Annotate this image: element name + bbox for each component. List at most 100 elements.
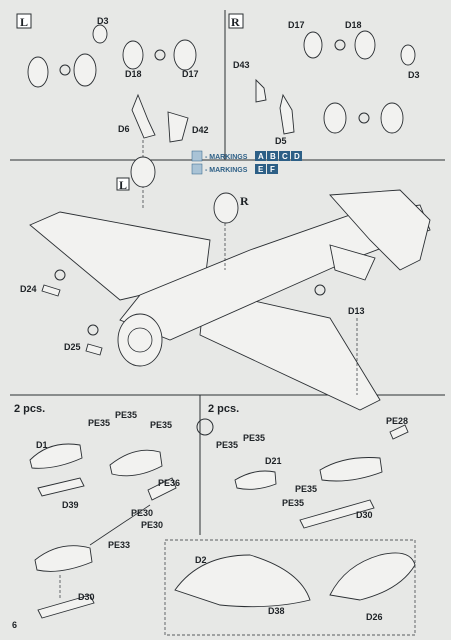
marking-box-d — [291, 151, 302, 161]
markings-label-2: - MARKINGS — [205, 167, 248, 174]
inset-border — [164, 539, 416, 636]
callout-d5: D5 — [275, 136, 287, 146]
gear-wheel-right — [213, 192, 239, 224]
marking-box-f — [267, 164, 278, 174]
option-circle — [54, 269, 66, 281]
wheel-hub — [122, 40, 144, 70]
marking-letter-f: F — [270, 165, 275, 174]
option-circle — [358, 112, 370, 124]
option-circle — [196, 418, 214, 436]
callout-d2: D2 — [195, 555, 207, 565]
wheel-tire — [173, 39, 197, 71]
left-wing — [29, 211, 211, 301]
wheel-tire — [303, 31, 323, 59]
option-circle — [59, 64, 71, 76]
callout-d18: D18 — [125, 69, 142, 79]
callout-d17: D17 — [182, 69, 199, 79]
option-circle — [314, 284, 326, 296]
right-wing — [199, 289, 381, 411]
quantity-left: 2 pcs. — [14, 403, 45, 415]
pylon-d30 — [37, 594, 95, 619]
box-label-left-text: L — [20, 15, 28, 29]
box-label-right-text: R — [231, 15, 240, 29]
part-d25 — [85, 343, 103, 356]
callout-d30-right: D30 — [356, 510, 373, 520]
callout-d30-left: D30 — [78, 592, 95, 602]
bomb-body — [109, 449, 163, 477]
callout-pe30-b: PE30 — [141, 520, 163, 530]
drop-tank-half-d2 — [174, 554, 311, 608]
callout-d25: D25 — [64, 342, 81, 352]
box-label-l-main-text: L — [119, 178, 127, 192]
callout-d1: D1 — [36, 440, 48, 450]
pe36-part — [147, 477, 177, 501]
wheel-hub-small — [92, 24, 108, 44]
bomb-d21 — [234, 470, 277, 490]
marking-box-a — [255, 151, 266, 161]
callout-d17-right: D17 — [288, 20, 305, 30]
marking-letter-c: C — [282, 152, 288, 161]
leader-line — [89, 504, 151, 546]
pylon-d39 — [37, 477, 85, 497]
callout-d24: D24 — [20, 284, 37, 294]
callout-pe33: PE33 — [108, 540, 130, 550]
wheel-tire — [354, 30, 376, 60]
wheel-tire — [323, 102, 347, 134]
box-label-left — [16, 13, 32, 29]
markings-label-1: - MARKINGS — [205, 154, 248, 161]
tail-section — [329, 189, 431, 271]
quantity-right: 2 pcs. — [208, 403, 239, 415]
wheel-hub-small — [400, 44, 416, 66]
callout-d39: D39 — [62, 500, 79, 510]
gear-leg — [131, 93, 156, 139]
marking-box-c — [279, 151, 290, 161]
gear-leg — [279, 93, 295, 135]
callout-pe35-c: PE35 — [150, 420, 172, 430]
marking-letter-d: D — [294, 152, 300, 161]
marking-box-e — [255, 164, 266, 174]
option-circle — [154, 49, 166, 61]
callout-pe35-d: PE35 — [216, 440, 238, 450]
engine-opening — [127, 327, 153, 353]
callout-d3-right: D3 — [408, 70, 420, 80]
option-circle — [87, 324, 99, 336]
wheel-tire — [380, 102, 404, 134]
callout-pe35-b: PE35 — [115, 410, 137, 420]
wheel-tire — [27, 56, 49, 88]
callout-pe35-g: PE35 — [282, 498, 304, 508]
marking-letter-e: E — [258, 165, 264, 174]
callout-pe36: PE36 — [158, 478, 180, 488]
drop-tank — [34, 545, 93, 572]
callout-d42: D42 — [192, 125, 209, 135]
drop-tank-d1 — [29, 443, 83, 469]
pylon-d30-right — [299, 499, 375, 529]
engine-cowling — [117, 313, 163, 367]
marking-letter-b: B — [270, 152, 276, 161]
callout-pe35-f: PE35 — [295, 484, 317, 494]
callout-pe28: PE28 — [386, 416, 408, 426]
callout-pe30-a: PE30 — [131, 508, 153, 518]
callout-d26: D26 — [366, 612, 383, 622]
gear-wheel-left — [130, 156, 156, 188]
callout-pe35-a: PE35 — [88, 418, 110, 428]
callout-d3: D3 — [97, 16, 109, 26]
gear-door — [255, 78, 267, 103]
callout-d43: D43 — [233, 60, 250, 70]
markings-icon — [191, 150, 203, 162]
callout-d18-right: D18 — [345, 20, 362, 30]
pe28-part — [389, 424, 409, 440]
box-label-right — [228, 13, 244, 29]
option-circle — [334, 39, 346, 51]
page-number: 6 — [12, 620, 17, 630]
wheel-tire — [73, 53, 97, 87]
horizontal-stabilizer — [329, 244, 376, 281]
markings-icon — [191, 163, 203, 175]
callout-pe35-e: PE35 — [243, 433, 265, 443]
drop-tank-half-d26 — [329, 552, 416, 601]
callout-d13: D13 — [348, 306, 365, 316]
callout-d38: D38 — [268, 606, 285, 616]
drop-tank-right — [319, 457, 383, 482]
callout-d21: D21 — [265, 456, 282, 466]
part-d24 — [41, 284, 61, 297]
